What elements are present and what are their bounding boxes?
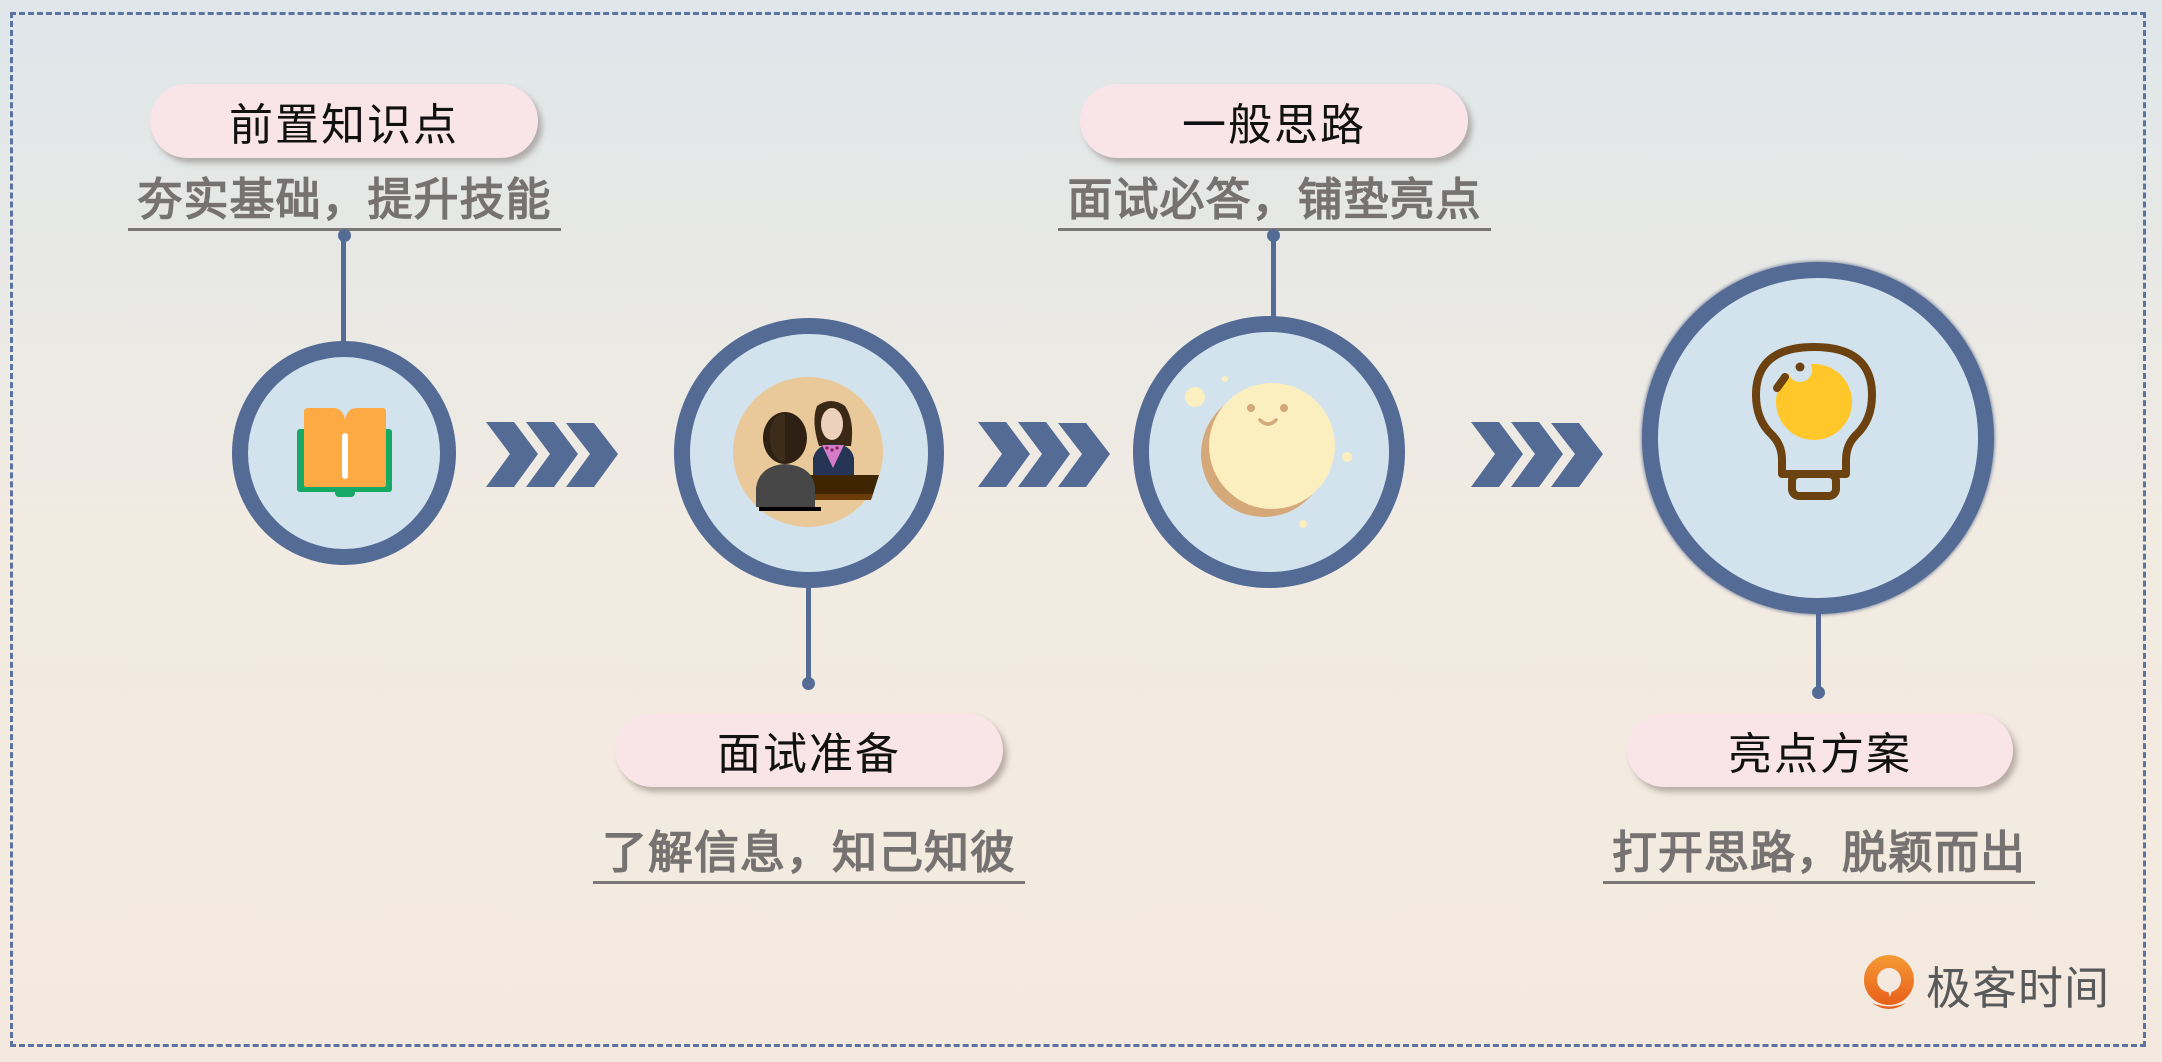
step-4-connector-line: [1816, 612, 1821, 692]
lightbulb-icon: [1752, 343, 1876, 500]
step-1-title: 前置知识点: [229, 100, 459, 151]
step-2-connector-dot: [802, 677, 815, 690]
moon-smile-icon: [1185, 376, 1352, 528]
step-4-title-pill: 亮点方案: [1627, 713, 2013, 787]
brand-name: 极客时间: [1926, 961, 2111, 1015]
chevron-arrows-icon: [486, 422, 618, 487]
step-1-connector-line: [341, 235, 346, 345]
step-4-subtitle: 打开思路，脱颖而出: [1603, 825, 2035, 884]
step-3-title: 一般思路: [1182, 100, 1366, 151]
geektime-logo-icon: [1863, 955, 1914, 1009]
step-3-title-pill: 一般思路: [1080, 84, 1468, 158]
interview-icon: [733, 377, 883, 527]
step-1-title-pill: 前置知识点: [150, 84, 538, 158]
step-4-title: 亮点方案: [1728, 729, 1912, 780]
dashed-frame: [10, 12, 2146, 1047]
step-3-subtitle: 面试必答，铺垫亮点: [1058, 172, 1491, 231]
step-2-subtitle: 了解信息，知己知彼: [593, 825, 1025, 884]
open-book-icon: [297, 408, 392, 497]
step-3-connector-line: [1271, 235, 1276, 323]
step-4-connector-dot: [1812, 686, 1825, 699]
chevron-arrows-icon: [978, 422, 1110, 487]
chevron-arrows-icon: [1471, 422, 1603, 487]
step-2-title-pill: 面试准备: [615, 713, 1003, 787]
brand-logo: 极客时间: [1862, 953, 2110, 1015]
step-2-connector-line: [806, 586, 811, 683]
step-2-title: 面试准备: [717, 729, 901, 780]
step-1-subtitle: 夯实基础，提升技能: [128, 172, 561, 231]
